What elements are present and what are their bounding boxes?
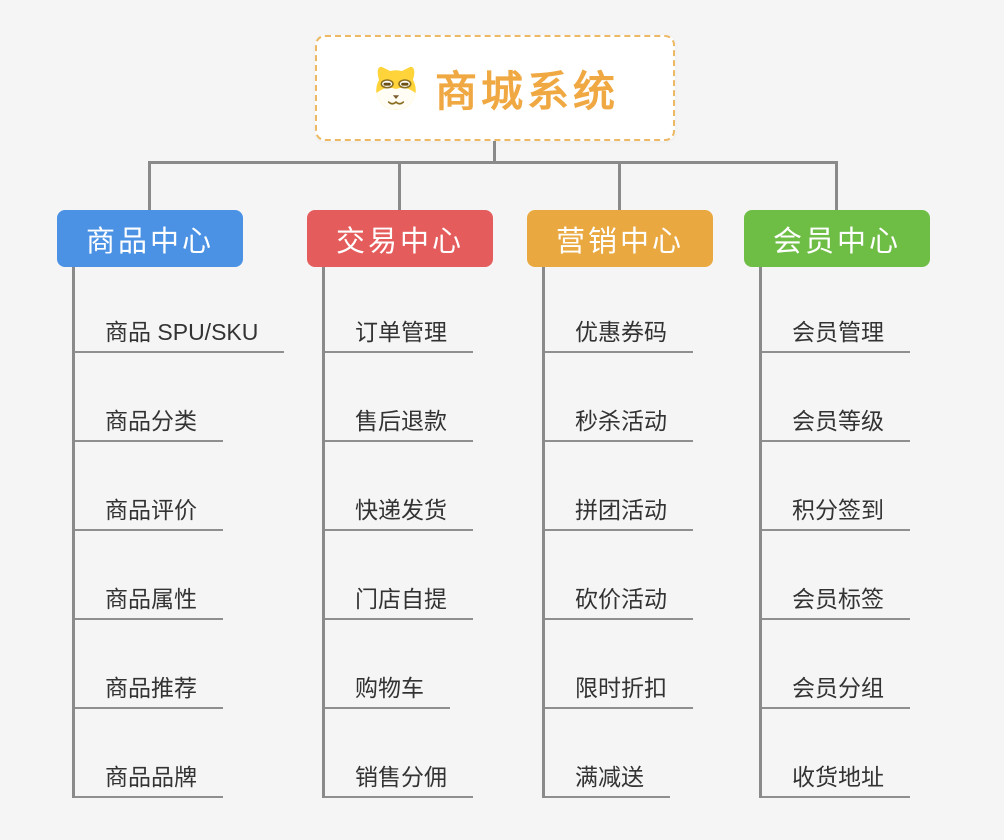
leaf-node[interactable]: 满减送 <box>545 709 670 798</box>
leaf-node[interactable]: 积分签到 <box>762 442 910 531</box>
branch-trade-center: 交易中心 订单管理 售后退款 快递发货 门店自提 购物车 销售分佣 <box>307 210 493 798</box>
leaf-node[interactable]: 会员等级 <box>762 353 910 442</box>
branch-member-center: 会员中心 会员管理 会员等级 积分签到 会员标签 会员分组 收货地址 <box>744 210 930 798</box>
branch-children: 商品 SPU/SKU 商品分类 商品评价 商品属性 商品推荐 商品品牌 <box>72 267 285 798</box>
leaf-node[interactable]: 会员标签 <box>762 531 910 620</box>
leaf-node[interactable]: 会员管理 <box>762 267 910 353</box>
leaf-node[interactable]: 销售分佣 <box>325 709 473 798</box>
leaf-node[interactable]: 商品属性 <box>75 531 223 620</box>
leaf-node[interactable]: 优惠券码 <box>545 267 693 353</box>
branch-children: 订单管理 售后退款 快递发货 门店自提 购物车 销售分佣 <box>322 267 473 798</box>
branch-node-member-center[interactable]: 会员中心 <box>744 210 930 267</box>
leaf-node[interactable]: 秒杀活动 <box>545 353 693 442</box>
leaf-node[interactable]: 商品分类 <box>75 353 223 442</box>
leaf-node[interactable]: 快递发货 <box>325 442 473 531</box>
connector-drop-member <box>835 161 838 210</box>
branch-marketing-center: 营销中心 优惠券码 秒杀活动 拼团活动 砍价活动 限时折扣 满减送 <box>527 210 713 798</box>
connector-root-stem <box>493 141 496 164</box>
leaf-node[interactable]: 拼团活动 <box>545 442 693 531</box>
leaf-node[interactable]: 门店自提 <box>325 531 473 620</box>
leaf-node[interactable]: 会员分组 <box>762 620 910 709</box>
leaf-node[interactable]: 订单管理 <box>325 267 473 353</box>
leaf-node[interactable]: 售后退款 <box>325 353 473 442</box>
leaf-node[interactable]: 砍价活动 <box>545 531 693 620</box>
leaf-node[interactable]: 商品评价 <box>75 442 223 531</box>
leaf-node[interactable]: 收货地址 <box>762 709 910 798</box>
connector-drop-product <box>148 161 151 210</box>
leaf-node[interactable]: 商品 SPU/SKU <box>75 267 285 353</box>
leaf-node[interactable]: 商品品牌 <box>75 709 223 798</box>
root-node-label: 商城系统 <box>434 67 619 115</box>
branch-node-marketing-center[interactable]: 营销中心 <box>527 210 713 267</box>
leaf-node[interactable]: 限时折扣 <box>545 620 693 709</box>
branch-children: 优惠券码 秒杀活动 拼团活动 砍价活动 限时折扣 满减送 <box>542 267 693 798</box>
root-node[interactable]: 商城系统 <box>315 35 675 141</box>
leaf-node[interactable]: 商品推荐 <box>75 620 223 709</box>
branch-children: 会员管理 会员等级 积分签到 会员标签 会员分组 收货地址 <box>759 267 910 798</box>
dog-face-icon <box>376 66 416 110</box>
branch-node-product-center[interactable]: 商品中心 <box>57 210 243 267</box>
branch-product-center: 商品中心 商品 SPU/SKU 商品分类 商品评价 商品属性 商品推荐 商品品牌 <box>57 210 285 798</box>
connector-drop-marketing <box>618 161 621 210</box>
leaf-node[interactable]: 购物车 <box>325 620 450 709</box>
connector-horizontal-bar <box>148 161 838 164</box>
branch-node-trade-center[interactable]: 交易中心 <box>307 210 493 267</box>
connector-drop-trade <box>398 161 401 210</box>
